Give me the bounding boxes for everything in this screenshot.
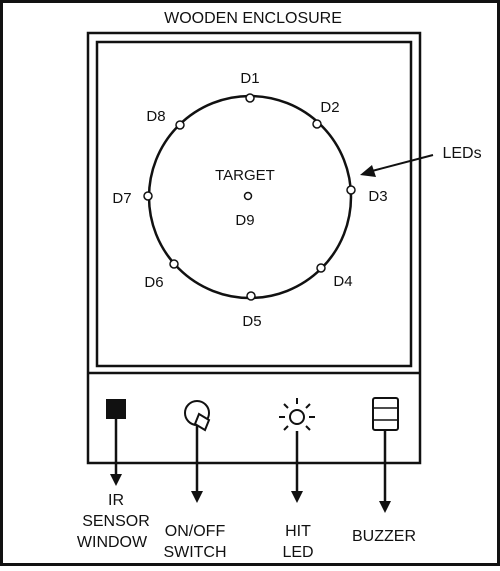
ir-label-line-2: SENSOR <box>82 513 150 530</box>
hit-led-label-line-2: LED <box>282 544 313 561</box>
led-d9 <box>243 191 253 201</box>
switch-label-line-2: SWITCH <box>163 544 226 561</box>
leds-callout-arrow-icon <box>360 165 376 177</box>
hit-led-label-line-1: HIT <box>285 523 311 540</box>
led-d2-label: D2 <box>320 99 339 116</box>
led-d7-label: D7 <box>112 190 131 207</box>
led-d8 <box>175 120 185 130</box>
led-d4-label: D4 <box>333 273 352 290</box>
led-d2 <box>312 119 322 129</box>
ir-sensor-arrow-head-icon <box>110 474 122 486</box>
wooden-enclosure <box>86 31 422 465</box>
hit-led-ray-icon <box>283 403 289 409</box>
enclosure-title: WOODEN ENCLOSURE <box>164 10 342 27</box>
target-label: TARGET <box>215 167 275 184</box>
led-d7 <box>143 191 153 201</box>
ir-label-line-3: WINDOW <box>77 534 148 551</box>
led-d5 <box>246 291 256 301</box>
ir-label-line-1: IR <box>108 492 124 509</box>
hit-led-ray-icon <box>305 425 311 431</box>
led-d5-label: D5 <box>242 313 261 330</box>
hit-led-ray-icon <box>305 403 311 409</box>
led-d8-label: D8 <box>146 108 165 125</box>
led-d3-label: D3 <box>368 188 387 205</box>
led-d6 <box>169 259 179 269</box>
buzzer-icon <box>372 397 399 431</box>
buzzer-arrow-head-icon <box>379 501 391 513</box>
hit-led-icon <box>289 409 305 425</box>
leds-callout-arrow-shaft <box>371 154 434 172</box>
switch-lever-icon <box>193 412 211 432</box>
switch-arrow-head-icon <box>191 491 203 503</box>
led-d3 <box>346 185 356 195</box>
switch-label-line-1: ON/OFF <box>165 523 226 540</box>
led-d6-label: D6 <box>144 274 163 291</box>
led-d9-label: D9 <box>235 212 254 229</box>
buzzer-label: BUZZER <box>352 528 416 545</box>
leds-callout-label: LEDs <box>442 145 481 162</box>
ir-sensor-window-icon <box>106 399 126 419</box>
led-d1 <box>245 93 255 103</box>
led-d1-label: D1 <box>240 70 259 87</box>
target-panel <box>95 40 413 368</box>
led-d4 <box>316 263 326 273</box>
hit-led-arrow-head-icon <box>291 491 303 503</box>
hit-led-ray-icon <box>283 425 289 431</box>
